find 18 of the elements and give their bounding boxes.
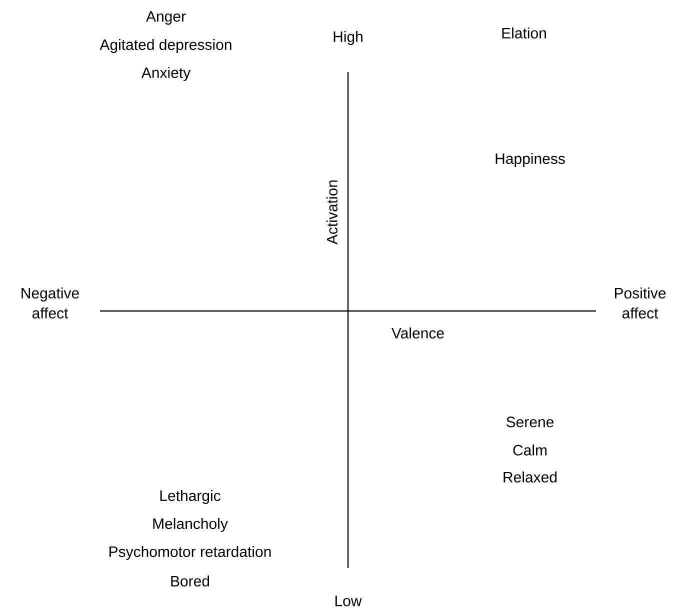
emotion-label: Calm	[513, 444, 546, 456]
emotion-label: Serene	[506, 416, 554, 428]
axis-label: High	[334, 31, 362, 45]
emotion-label: Anger	[146, 11, 186, 25]
emotion-label: Happiness	[496, 153, 565, 167]
emotion-label: Psychomotor retardation	[110, 546, 271, 560]
emotion-label: Relaxed	[504, 472, 557, 482]
emotion-label: Elation	[502, 27, 546, 38]
axis-label: Valence	[392, 328, 444, 338]
emotion-label: Agitated depression	[100, 39, 232, 53]
emotion-label: Melancholy	[153, 518, 228, 532]
emotion-label: Bored	[171, 576, 210, 586]
axis-label: Positive affect	[614, 288, 666, 318]
axis-label: Negative affect	[22, 288, 79, 318]
axis-label: Low	[335, 596, 362, 606]
emotion-label: Lethargic	[160, 490, 220, 504]
emotion-label: Anxiety	[141, 67, 191, 81]
axis-label: Activation	[326, 180, 338, 244]
